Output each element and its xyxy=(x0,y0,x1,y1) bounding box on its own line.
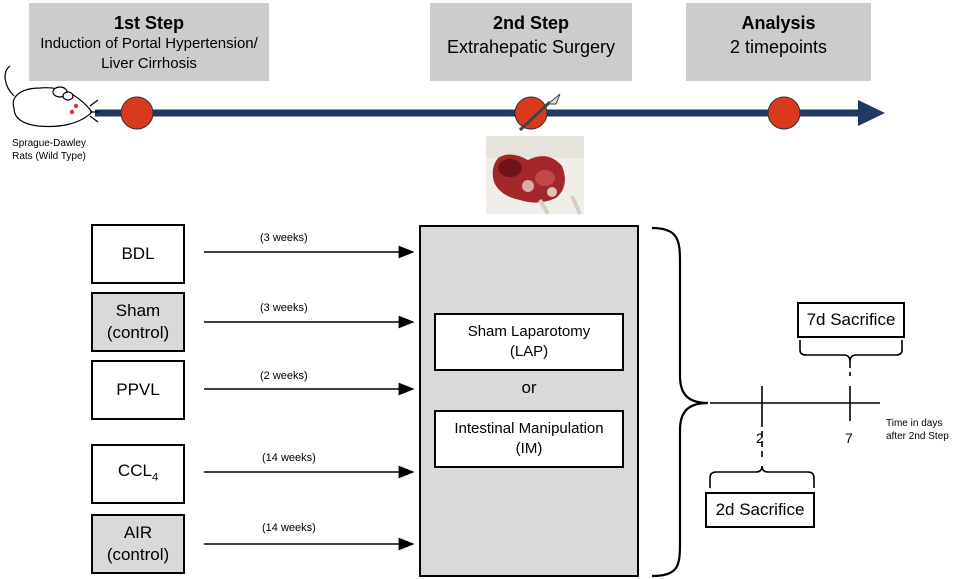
model-box-bdl: BDL xyxy=(91,224,185,284)
im-box: Intestinal Manipulation (IM) xyxy=(434,410,624,468)
lap-line1: Sham Laparotomy xyxy=(467,323,591,340)
step-3-box: Analysis 2 timepoints xyxy=(686,3,871,81)
sacrifice-2d-label: 2d Sacrifice xyxy=(715,500,805,519)
analysis-line1: 2 timepoints xyxy=(729,37,828,57)
surgery-photo xyxy=(486,136,584,215)
rat-label-line2: Rats (Wild Type) xyxy=(12,151,86,162)
step-2-title: 2nd Step xyxy=(492,13,569,33)
or-label: or xyxy=(521,378,537,397)
duration-sham: (3 weeks) xyxy=(260,302,308,314)
model-ccl4-subscript: 4 xyxy=(151,471,159,484)
model-bdl-label: BDL xyxy=(121,244,155,263)
axis-label: Time in days after 2nd Step xyxy=(886,417,949,443)
model-sham-control: (control) xyxy=(106,323,170,342)
analysis-title: Analysis xyxy=(741,13,816,33)
model-ccl4-name: CCL xyxy=(117,460,152,480)
model-sham-label: Sham xyxy=(115,301,161,320)
model-box-sham: Sham (control) xyxy=(91,292,185,352)
rat-label: Sprague-Dawley Rats (Wild Type) xyxy=(4,137,94,163)
step-1-marker xyxy=(120,96,154,130)
bracket-2d xyxy=(709,465,815,488)
step-1-title: 1st Step xyxy=(113,13,185,33)
rat-icon xyxy=(4,65,99,128)
step-2-box: 2nd Step Extrahepatic Surgery xyxy=(430,3,632,81)
step-1-line1: Induction of Portal Hypertension/ xyxy=(40,35,258,52)
step-1-box: 1st Step Induction of Portal Hypertensio… xyxy=(29,3,269,81)
tick-label-7: 7 xyxy=(845,430,853,446)
sacrifice-7d-box: 7d Sacrifice xyxy=(797,302,905,338)
scalpel-icon xyxy=(518,93,561,132)
model-box-ccl4: CCL4 xyxy=(91,444,185,504)
model-air-label: AIR xyxy=(123,523,153,542)
im-line1: Intestinal Manipulation xyxy=(454,420,604,437)
bracket-7d xyxy=(799,340,903,363)
duration-ppvl: (2 weeks) xyxy=(260,370,308,382)
model-ccl4-label: CCL4 xyxy=(118,460,158,488)
rat-label-line1: Sprague-Dawley xyxy=(12,138,86,149)
tick-label-2: 2 xyxy=(756,430,764,446)
analysis-marker xyxy=(767,96,801,130)
model-box-ppvl: PPVL xyxy=(91,360,185,420)
axis-label-line2: after 2nd Step xyxy=(886,431,949,442)
main-timeline-arrow xyxy=(95,100,885,126)
duration-air: (14 weeks) xyxy=(262,522,316,534)
model-box-air: AIR (control) xyxy=(91,514,185,574)
analysis-timeline xyxy=(710,386,880,421)
duration-ccl4: (14 weeks) xyxy=(262,452,316,464)
lap-box: Sham Laparotomy (LAP) xyxy=(434,313,624,371)
step-2-line1: Extrahepatic Surgery xyxy=(446,37,616,57)
model-ppvl-label: PPVL xyxy=(116,380,160,399)
step-1-line2: Liver Cirrhosis xyxy=(101,55,197,72)
curly-brace xyxy=(651,226,709,578)
surgery-box xyxy=(419,225,639,577)
axis-label-line1: Time in days xyxy=(886,418,943,429)
duration-bdl: (3 weeks) xyxy=(260,232,308,244)
sacrifice-7d-label: 7d Sacrifice xyxy=(806,310,896,329)
step-2-marker xyxy=(514,96,548,130)
sacrifice-2d-box: 2d Sacrifice xyxy=(705,492,815,528)
im-line2: (IM) xyxy=(515,440,543,457)
lap-line2: (LAP) xyxy=(509,343,549,360)
model-air-control: (control) xyxy=(106,545,170,564)
